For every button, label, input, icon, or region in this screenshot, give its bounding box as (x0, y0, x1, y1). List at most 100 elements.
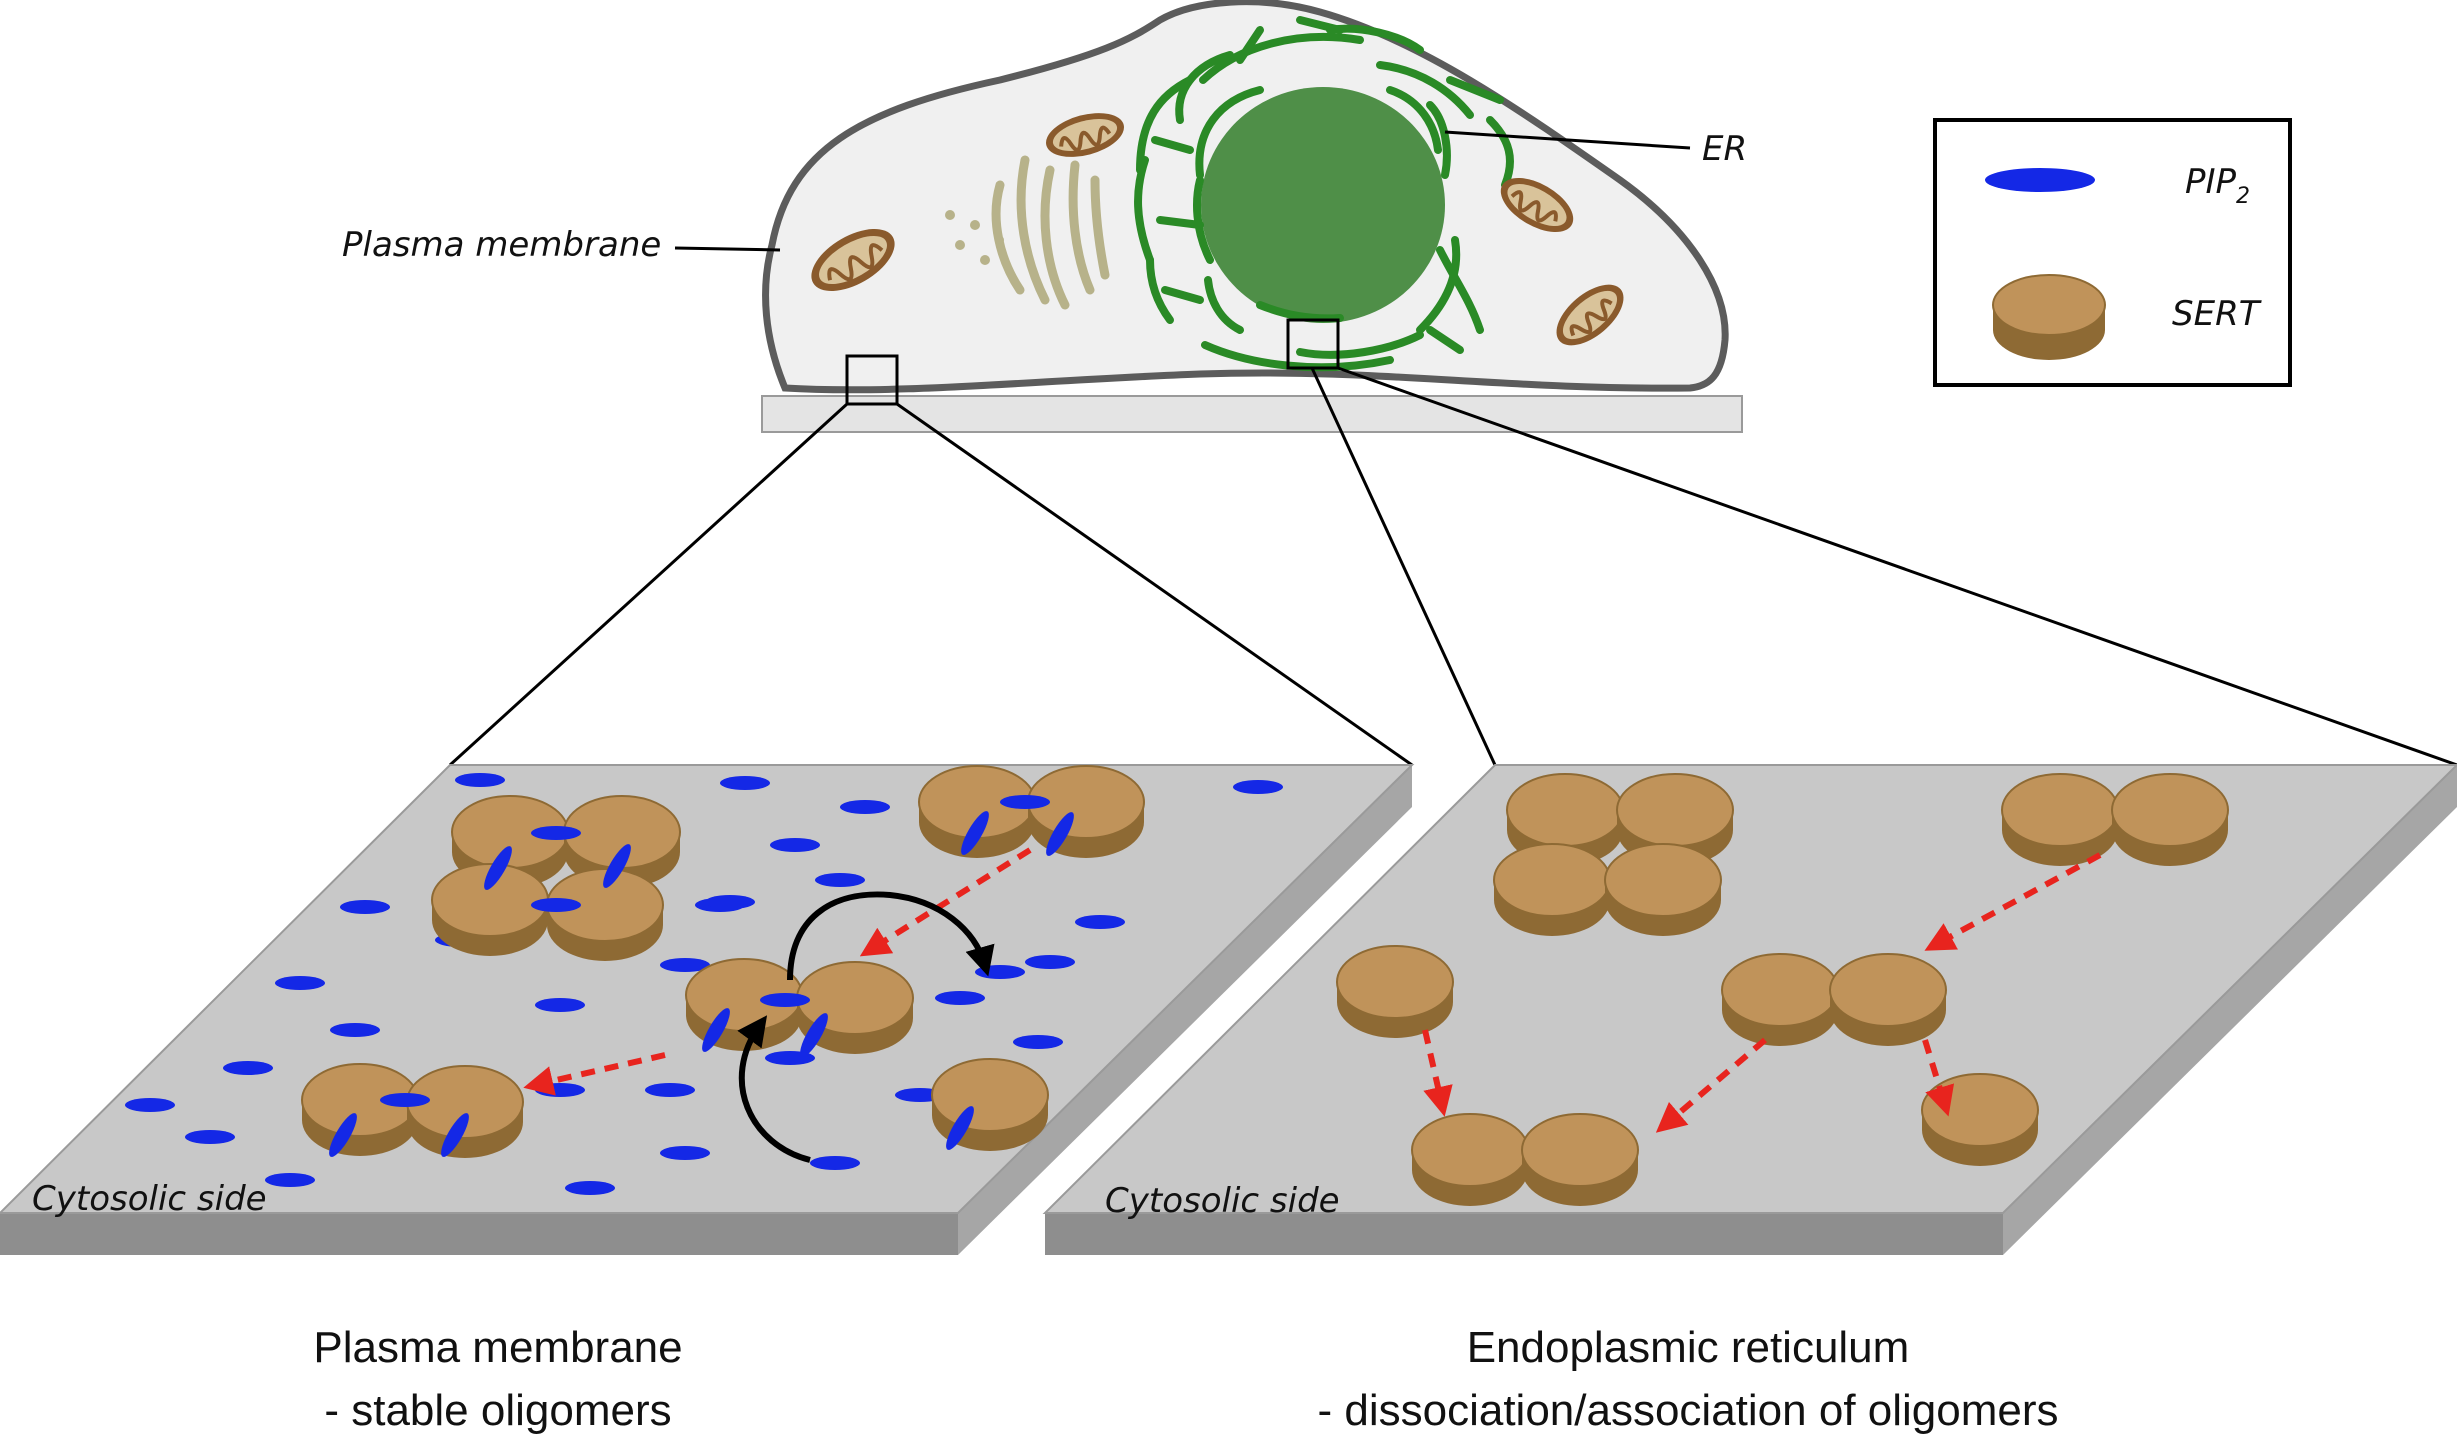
pip2-icon (770, 838, 820, 852)
pip2-icon (484, 846, 512, 890)
pip2-icon (185, 1130, 235, 1144)
sert-icon (2111, 773, 2229, 866)
pip2-icon (535, 998, 585, 1012)
legend-sert-label: SERT (2172, 294, 2262, 334)
mitochondrion (1556, 284, 1624, 346)
legend-sert-icon (1992, 274, 2106, 360)
pip2-icon (531, 826, 581, 840)
pip2-icon (275, 976, 325, 990)
sert-icon (2001, 773, 2119, 866)
red-arrow (1922, 1039, 1955, 1117)
mitochondria (811, 113, 1624, 346)
pip2-icon (125, 1098, 175, 1112)
er-network (1134, 16, 1514, 372)
sert-icon (1721, 953, 1839, 1046)
caption-left-line1: Plasma membrane (313, 1323, 682, 1372)
slab-side (1045, 1213, 2003, 1255)
sert-icon (1506, 773, 1624, 866)
pip2-icon (455, 773, 505, 787)
pip2-icon (702, 1008, 730, 1052)
pip2-icon (705, 895, 755, 909)
pip2-icon (1075, 915, 1125, 929)
sert-icon (1336, 945, 1454, 1038)
slab-side (0, 1213, 958, 1255)
pip2-icon (800, 1013, 828, 1057)
caption-right-line1: Endoplasmic reticulum (1467, 1323, 1910, 1372)
pip2-icon (380, 1093, 430, 1107)
pip2-icon (660, 958, 710, 972)
zoom-lines (448, 366, 2457, 767)
nucleus (1201, 87, 1445, 323)
caption-left-line2: - stable oligomers (324, 1386, 671, 1435)
pip2-icon (340, 900, 390, 914)
sert-icon (1411, 1113, 1529, 1206)
plasma-membrane-label: Plasma membrane (342, 225, 661, 265)
mitochondrion (1046, 113, 1124, 157)
pip2-icon (760, 993, 810, 1007)
pip2-icon (961, 811, 989, 855)
pip2-icon (1000, 795, 1050, 809)
slab-edge (2003, 765, 2457, 1255)
pip2-icon (815, 873, 865, 887)
sert-icon (918, 765, 1036, 858)
cell (674, 0, 1743, 433)
pip2-icon (1013, 1035, 1063, 1049)
legend-pip2-subscript: 2 (2236, 184, 2250, 209)
right-cytosolic-label: Cytosolic side (1105, 1181, 1340, 1221)
oligomer-arrows (523, 847, 1032, 1096)
pip2-icon (565, 1181, 615, 1195)
sert-icon (1829, 953, 1947, 1046)
pip2-bound-molecules (329, 795, 1074, 1157)
pip2-icon (265, 1173, 315, 1187)
zoom-box-pm (845, 354, 899, 406)
mitochondrion (811, 229, 895, 291)
red-arrow (859, 847, 1032, 957)
er-label: ER (1702, 129, 1747, 169)
pip2-icon (660, 1146, 710, 1160)
left-cytosolic-label: Cytosolic side (32, 1179, 267, 1219)
pip2-icon (810, 1156, 860, 1170)
golgi (945, 155, 1110, 310)
pip2-icon (935, 991, 985, 1005)
legend-pip2-icon (1985, 168, 2095, 192)
pip2-icon (1025, 955, 1075, 969)
black-arrow-bottom (737, 1015, 811, 1163)
panel-plasma-membrane (0, 764, 1415, 1255)
sert-icon (1604, 843, 1722, 936)
panel-er (1042, 764, 2457, 1255)
pip2-icon (1233, 780, 1283, 794)
red-arrow (1655, 1037, 1767, 1133)
pip2-icon (1046, 812, 1074, 856)
mitochondrion (1500, 177, 1574, 233)
pip2-icon (975, 965, 1025, 979)
pip2-icon (329, 1113, 357, 1157)
svg-text:PIP2: PIP2 (2185, 162, 2250, 209)
sert-icon (301, 1063, 419, 1156)
slab-edge (958, 765, 1412, 1255)
pip2-icon (441, 1113, 469, 1157)
red-arrow (1924, 852, 2102, 951)
pip2-icon (645, 1083, 695, 1097)
pip2-icon (531, 898, 581, 912)
sert-icon (431, 863, 549, 956)
pip2-icon (603, 844, 631, 888)
black-arrow-top (787, 891, 995, 981)
dissociation-arrows (1422, 852, 2102, 1133)
pip2-icon (946, 1106, 974, 1150)
red-arrow (1422, 1029, 1453, 1117)
sert-icon (1493, 843, 1611, 936)
pip2-icon (720, 776, 770, 790)
pip2-icon (840, 800, 890, 814)
legend-box (1933, 118, 2292, 387)
pip2-icon (330, 1023, 380, 1037)
pip2-exchange-arrows (737, 891, 995, 1163)
legend: PIP2 SERT (1933, 118, 2292, 387)
sert-icon (406, 1065, 524, 1158)
substrate-slide (761, 395, 1743, 433)
sert-icon (1027, 765, 1145, 858)
caption-right-line2: - dissociation/association of oligomers (1317, 1386, 2058, 1435)
sert-icon (1521, 1113, 1639, 1206)
pip2-icon (223, 1061, 273, 1075)
legend-pip2-label: PIP (2185, 162, 2237, 202)
